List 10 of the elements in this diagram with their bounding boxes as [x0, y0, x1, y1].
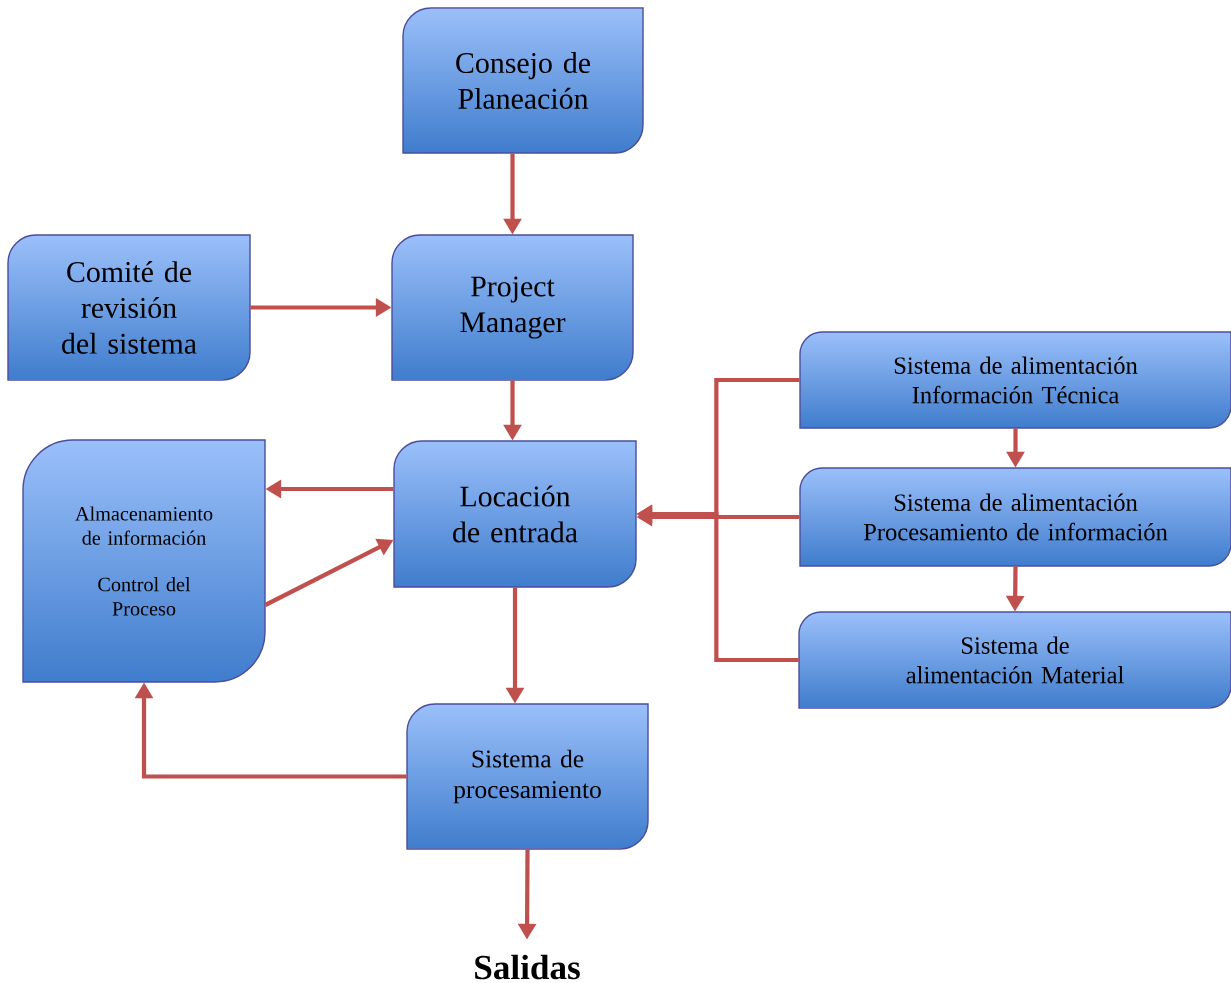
output-label: Salidas [475, 954, 580, 980]
process-box: Locación de entrada [393, 440, 637, 588]
process-box: Sistema de alimentación Información Técnica [799, 331, 1231, 429]
process-box: Project Manager [391, 234, 634, 381]
process-box: Almacenamiento de información Control del Proceso [22, 439, 266, 683]
process-box: Sistema de procesamiento [406, 703, 649, 850]
process-box: Consejo de Planeación [402, 7, 644, 154]
process-box: Comité de revisión del sistema [7, 234, 251, 381]
process-box: Sistema de alimentación Procesamiento de información [799, 467, 1231, 567]
process-box: Sistema de alimentación Material [798, 611, 1231, 709]
